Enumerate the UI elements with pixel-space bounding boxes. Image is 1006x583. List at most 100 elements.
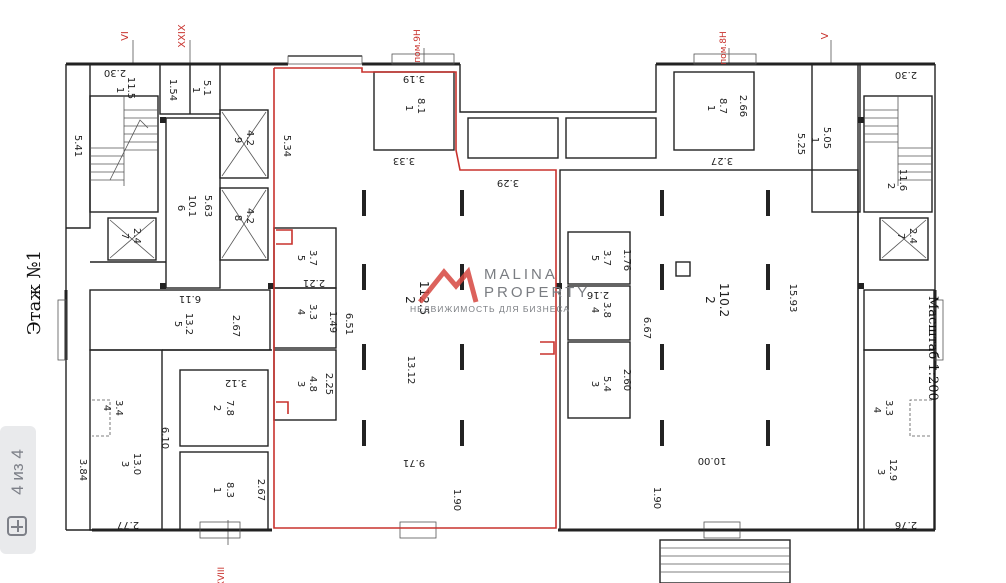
plan-label-r6-area: 10.1 <box>186 195 197 217</box>
plan-label-d-190b: 1.90 <box>651 487 662 509</box>
plan-label-d-610: 6.10 <box>159 427 170 449</box>
plan-label-a5-area: 3.7 <box>307 250 318 266</box>
plan-label-r1b-area: 5.1 <box>201 80 212 96</box>
plan-label-a2-num: 2 <box>403 296 417 304</box>
plan-label-d-327: 3.27 <box>711 155 733 166</box>
page-counter-text: 4 из 4 <box>8 449 27 495</box>
plan-label-d-563: 5.63 <box>202 195 213 217</box>
plan-label-b2-num: 2 <box>703 296 717 304</box>
plan-label-sh-num1: 9 <box>232 137 243 143</box>
plan-label-d-149: 1.49 <box>327 311 338 333</box>
plan-label-d-225: 2.25 <box>323 373 334 395</box>
plan-label-sh-area3: 2.4 <box>131 228 142 244</box>
plan-label-p8-area: 8.7 <box>717 98 728 114</box>
plan-label-b5-area: 3.7 <box>601 250 612 266</box>
gallery-icon[interactable] <box>7 516 27 536</box>
plan-label-r4-num: 4 <box>101 405 112 411</box>
floor-title: Этаж №1 <box>24 249 46 336</box>
plan-label-pom8: пом.8Н <box>719 31 729 65</box>
page-counter: 4 из 4 <box>0 432 36 512</box>
plan-label-rv2-area: 11.6 <box>897 169 908 191</box>
plan-label-r3-area: 13.0 <box>131 453 142 475</box>
plan-label-b4-area: 3.8 <box>601 302 612 318</box>
plan-label-d-312: 3.12 <box>225 377 247 388</box>
axis-guides <box>132 40 832 545</box>
plan-label-sh-area1: 4.2 <box>244 130 255 146</box>
plan-label-r1-num: 1 <box>114 87 125 93</box>
plan-label-sh-num3: 7 <box>119 233 130 239</box>
plan-label-sh-area2: 4.2 <box>244 208 255 224</box>
plan-label-r1b-num: 1 <box>190 87 201 93</box>
plan-label-d-176: 1.76 <box>621 249 632 271</box>
plan-label-b4-num: 4 <box>589 307 600 313</box>
watermark: MALINA PROPERTY НЕДВИЖИМОСТЬ ДЛЯ БИЗНЕСА <box>410 266 600 316</box>
plan-label-d-534: 5.34 <box>281 135 292 157</box>
plan-label-d-1593: 15.93 <box>787 284 798 313</box>
watermark-tagline: НЕДВИЖИМОСТЬ ДЛЯ БИЗНЕСА <box>410 304 571 314</box>
plan-label-r2-num: 2 <box>211 405 222 411</box>
plan-label-rv4-num: 4 <box>871 407 882 413</box>
plan-label-b3-num: 3 <box>589 381 600 387</box>
plan-label-d-267b: 2.67 <box>255 479 266 501</box>
plan-label-d-216: 2.16 <box>587 289 609 300</box>
plan-label-d-221: 2.21 <box>303 277 325 288</box>
plan-label-p8-num: 1 <box>705 105 716 111</box>
plan-label-d-1000: 10.00 <box>698 455 727 466</box>
plan-label-d-267a: 2.67 <box>230 315 241 337</box>
plan-label-rv2-num: 2 <box>885 183 896 189</box>
plan-label-r6-num: 6 <box>175 205 186 211</box>
plan-label-rv1-area: 5.05 <box>821 127 832 149</box>
plan-label-d-230a: 2.30 <box>104 67 126 78</box>
watermark-brand-2: PROPERTY <box>484 284 591 301</box>
plan-label-d-329: 3.29 <box>497 177 519 188</box>
plan-label-sh-area4: 2.4 <box>907 228 918 244</box>
plan-label-d-333: 3.33 <box>393 155 415 166</box>
plan-label-d-266: 2.66 <box>737 95 748 117</box>
plan-label-d-1312: 13.12 <box>405 356 416 385</box>
plan-label-d-651: 6.51 <box>343 313 354 335</box>
plan-label-a4-area: 3.3 <box>307 304 318 320</box>
right-service-block <box>811 63 935 531</box>
plan-label-rv4-area: 3.3 <box>883 400 894 416</box>
plan-label-d-384: 3.84 <box>77 459 88 481</box>
plan-label-d-190a: 1.90 <box>451 489 462 511</box>
plan-label-sh-num2: 8 <box>232 215 243 221</box>
watermark-brand-1: MALINA <box>484 266 558 283</box>
plan-label-r1c-num: 1 <box>211 487 222 493</box>
plan-label-r1c-area: 8.3 <box>224 482 235 498</box>
left-service-block <box>89 63 272 531</box>
plan-label-rv3-num: 3 <box>875 469 886 475</box>
plan-label-d-611: 6.11 <box>179 293 201 304</box>
entrance-steps <box>659 539 791 583</box>
scale-label: Масштаб 1:200 <box>925 296 940 401</box>
plan-label-pom9: пом.9Н <box>413 29 423 63</box>
plan-label-sh-num4: 7 <box>895 233 906 239</box>
plan-label-p9-num: 1 <box>403 105 414 111</box>
plan-label-d-319: 3.19 <box>403 73 425 84</box>
plan-label-xxix: XXIX <box>177 24 188 48</box>
plan-label-d-277: 2.77 <box>117 519 139 530</box>
premise-8h <box>467 71 859 531</box>
plan-label-d-667: 6.67 <box>641 317 652 339</box>
plan-label-r5-num: 5 <box>172 321 183 327</box>
plan-label-a3-num: 3 <box>295 381 306 387</box>
plan-label-d-525: 5.25 <box>795 133 806 155</box>
plan-label-rv3-area: 12.9 <box>887 459 898 481</box>
malina-logo-icon <box>418 266 479 304</box>
plan-label-r2-area: 7.8 <box>224 400 235 416</box>
plan-label-r3-num: 3 <box>119 461 130 467</box>
plan-label-a4-num: 4 <box>295 309 306 315</box>
plan-label-a3-area: 4.8 <box>307 376 318 392</box>
plan-label-d-971: 9.71 <box>403 457 425 468</box>
plan-label-p9-area: 8.1 <box>415 98 426 114</box>
plan-label-b5-num: 5 <box>589 255 600 261</box>
plan-label-vi: VI <box>120 31 131 41</box>
plan-label-d-541: 5.41 <box>72 135 83 157</box>
plan-label-d-230b: 2.30 <box>895 69 917 80</box>
plan-label-d-260: 2.60 <box>621 369 632 391</box>
plan-label-rv1-num: 1 <box>809 137 820 143</box>
image-pager[interactable]: 4 из 4 <box>0 426 36 554</box>
plan-label-d-154: 1.54 <box>167 79 178 101</box>
plan-label-b2-area: 110.2 <box>717 283 731 317</box>
